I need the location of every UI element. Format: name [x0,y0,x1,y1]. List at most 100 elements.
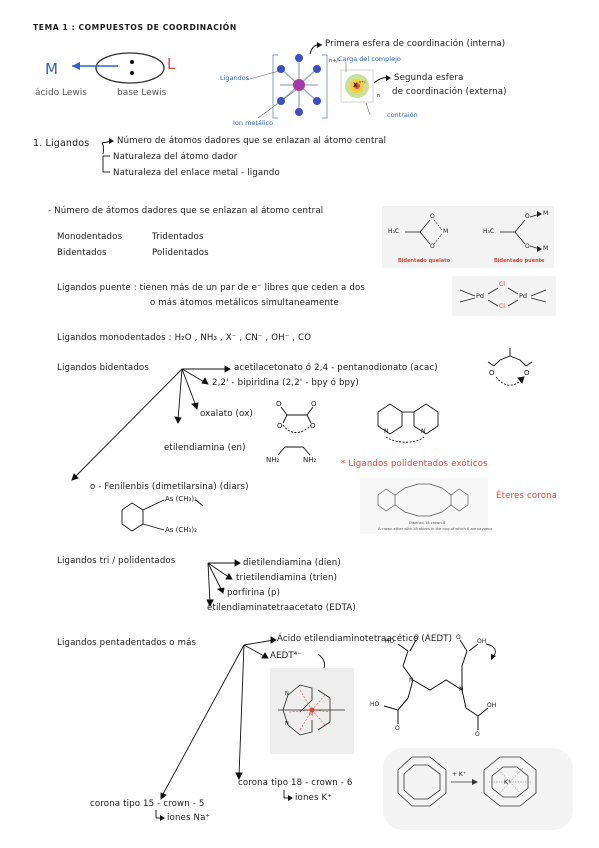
ox-o2: O [311,400,317,408]
penta-heading: Ligandos pentadentados o más [57,638,197,648]
bidentado-image [382,206,554,268]
n-label: n [377,93,381,99]
puente-ch3: H₃C [483,228,495,235]
corona15-label: corona tipo 15 - crown - 5 [90,799,205,809]
diars-as-1: As (CH₃)₂ [165,495,197,503]
exoticos-label: * Ligandos polidentados exóticos [341,459,488,469]
crown-ether-image [383,748,573,830]
tripoli-item-edta: etilendiaminatetraacetato (EDTA) [207,603,356,613]
pd-2: Pd [519,292,528,300]
bidentados-heading: Ligandos bidentados [57,363,149,373]
acac-o1: O [489,369,495,377]
aedt4-label: AEDT⁴⁻ [270,651,303,661]
edta-o-1: O [414,634,419,641]
diars-label: o - Fenilenbis (dimetilarsina) (diars) [90,482,249,492]
puente-line-2: o más átomos metálicos simultaneamente [150,298,339,308]
dadores-mono: Monodentados [57,232,123,242]
dadores-bi: Bidentados [57,248,107,258]
cl-1: Cl [499,281,505,288]
tripoli-heading: Ligandos tri / polidentados [57,556,176,566]
quelato-o1: O [430,213,435,220]
plus-k-label: + K⁺ [452,771,467,778]
page-title: TEMA 1 : COMPUESTOS DE COORDINACIÓN [33,23,237,32]
segunda-esfera-1: Segunda esfera [394,73,464,83]
edta-ho-1: HO [385,638,395,645]
section1-item-1: Número de átomos dadores que se enlazan … [117,136,387,146]
dadores-tri: Tridentados [152,232,204,242]
bpy-label: 2,2' - bipiridina (2,2' - bpy ó bpy) [212,378,359,388]
pd-image [452,276,556,316]
dadores-poli: Polidentados [152,248,209,258]
dadores-heading: - Número de átomos dadores que se enlaza… [48,206,324,216]
edta-ho-2: HO [370,701,380,708]
charge-sign: n+/- [329,58,340,64]
edta-n2: N [459,686,464,693]
acac-label: acetilacetonato ó 2,4 - pentanodionato (… [234,363,438,373]
ox-o4: O [310,422,316,430]
bpy-n1: N [384,428,389,435]
quelato-ch3: H₃C [388,228,400,235]
crown-caption-1: Dibenzo-18-crown-6 [409,521,446,525]
puente-line-1: Ligandos puente : tienen más de un par d… [57,283,365,293]
diars-as-2: As (CH₃)₂ [165,526,197,534]
edta-complex-n2: N [285,721,289,727]
tripoli-item-dien: dietilendiamina (dien) [243,558,341,568]
ligandos-label: Ligandos [220,74,250,82]
puente-o2: O [525,243,530,250]
en-nh2-2: NH₂ [303,456,317,464]
tripoli-item-p: porfirina (p) [227,588,281,598]
core-label: X [353,82,358,89]
edta-oh-1: OH [477,638,487,645]
section1-heading: 1. Ligandos [33,138,90,149]
lewis-ligand: L [167,55,176,73]
ox-o1: O [276,400,282,408]
puente-o1: O [525,213,530,220]
edta-oh-2: OH [487,702,497,709]
edta-o-2: O [456,634,461,641]
en-label: etilendiamina (en) [164,443,246,453]
ox-o3: O [277,422,283,430]
edta-n1: N [409,677,414,684]
quelato-caption: Bidentado quelato [398,258,451,264]
edta-complex-n1: N [285,691,289,697]
edta-o-3: O [395,725,400,732]
section1-item-2: Naturaleza del átomo dador [113,152,238,162]
base-lewis-label: base Lewis [117,88,167,98]
quelato-m: M [443,228,449,235]
contraion-label: contraión [387,111,418,119]
pd-1: Pd [476,292,485,300]
edta-o-4: O [475,731,480,738]
monodentados-text: Ligandos monodentados : H₂O , NH₃ , X⁻ ,… [57,333,312,343]
bpy-n2: N [421,428,426,435]
puente-caption: Bidentado puente [494,258,545,264]
aedt-label: Ácido etilendiaminotetraacético (AEDT) [277,634,453,644]
acac-o2: O [524,369,530,377]
edta-complex-m: M [309,712,314,718]
carga-label: Carga del complejo [338,55,401,63]
puente-m2: M [543,245,549,252]
na-ions-label: iones Na⁺ [167,813,211,823]
corona18-label: corona tipo 18 - crown - 6 [238,778,353,788]
en-nh2-1: NH₂ [266,456,280,464]
ion-metalico-label: Ion metálico [233,119,274,127]
primera-esfera: Primera esfera de coordinación (interna) [325,39,506,49]
k-ions-label: iones K⁺ [295,793,332,803]
puente-m1: M [543,210,549,217]
quelato-o2: O [430,243,435,250]
lewis-metal: M [45,60,58,78]
core-sup: n+/- [359,80,367,84]
cl-2: Cl [499,303,505,310]
tripoli-item-trien: trietilendiamina (trien) [236,573,338,583]
eteres-label: Éteres corona [496,491,558,501]
